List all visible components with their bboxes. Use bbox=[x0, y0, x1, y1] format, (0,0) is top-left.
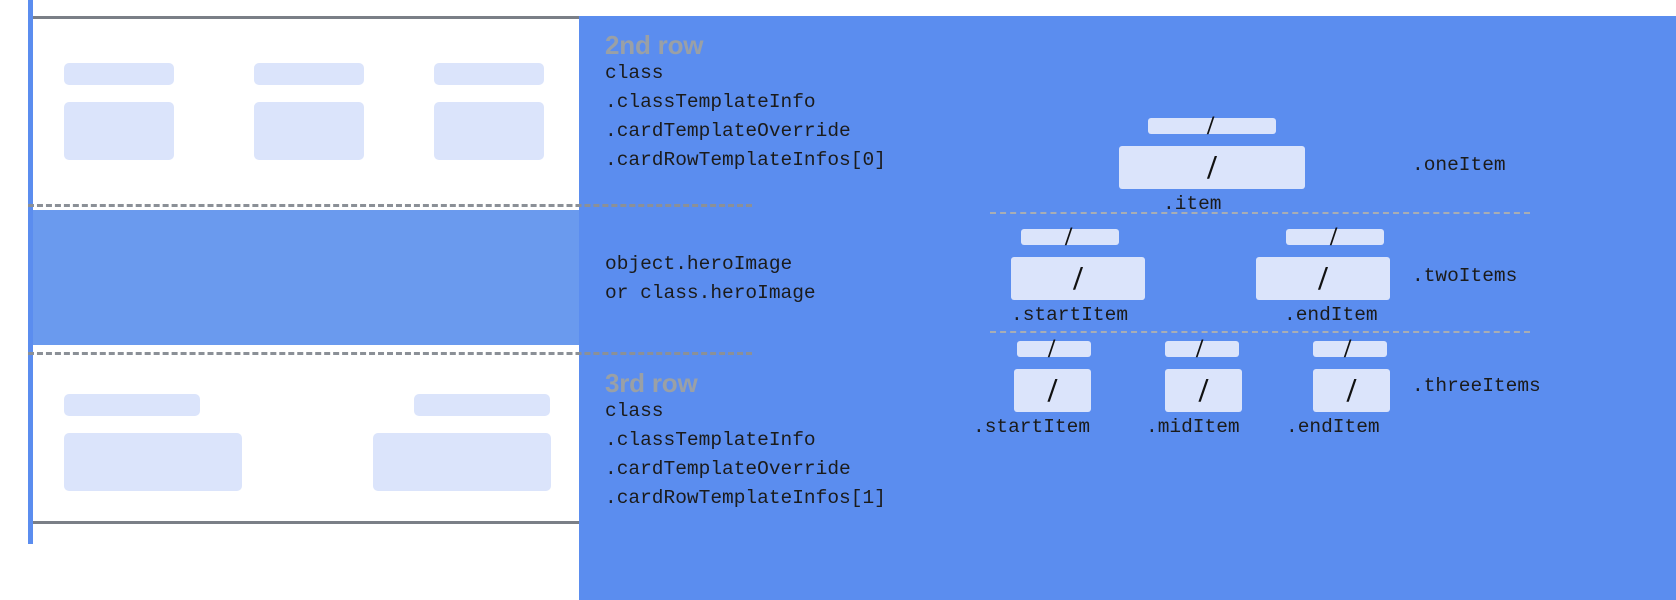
three-items-start-caption: .startItem bbox=[973, 416, 1091, 438]
item-layout-diagram: / / .item .oneItem / / .startItem / / bbox=[973, 113, 1541, 441]
slash-icon: / bbox=[1048, 334, 1056, 363]
three-items-mid-label-bar: / bbox=[1165, 336, 1239, 362]
third-row-code-line-1: class bbox=[605, 400, 664, 423]
two-items-start-value-bar: / bbox=[1011, 257, 1145, 300]
card-bottom-rule bbox=[28, 521, 584, 524]
one-item-caption: .item bbox=[1163, 193, 1222, 215]
row1-value-placeholder-2 bbox=[254, 102, 364, 160]
slash-icon: / bbox=[1196, 334, 1204, 363]
group-label-three-items: .threeItems bbox=[1412, 375, 1541, 397]
second-row-heading: 2nd row bbox=[605, 30, 704, 60]
diagram-canvas: 2nd row class .classTemplateInfo .cardTe… bbox=[28, 0, 1676, 600]
row1-label-placeholder-3 bbox=[434, 63, 544, 85]
group-label-two-items: .twoItems bbox=[1412, 265, 1518, 287]
three-items-mid-slot: / / .midItem bbox=[1146, 336, 1242, 441]
two-items-start-slot: / / .startItem bbox=[1011, 224, 1145, 329]
three-items-start-label-bar: / bbox=[1017, 336, 1091, 362]
slash-icon: / bbox=[1346, 371, 1357, 409]
second-row-code-line-3: .cardTemplateOverride bbox=[605, 120, 851, 143]
two-items-end-label-bar: / bbox=[1286, 224, 1384, 250]
slash-icon: / bbox=[1318, 259, 1328, 297]
slash-icon: / bbox=[1065, 222, 1073, 251]
three-items-mid-value-bar: / bbox=[1165, 369, 1242, 412]
one-item-value-bar: / bbox=[1119, 146, 1305, 189]
third-row-code-line-4: .cardRowTemplateInfos[1] bbox=[605, 487, 886, 510]
three-items-end-label-bar: / bbox=[1313, 336, 1387, 362]
second-row-code-line-4: .cardRowTemplateInfos[0] bbox=[605, 149, 886, 172]
two-items-start-label-bar: / bbox=[1021, 224, 1119, 250]
row-divider-2 bbox=[28, 352, 752, 355]
row1-label-placeholder-2 bbox=[254, 63, 364, 85]
hero-image-band bbox=[33, 210, 579, 345]
three-items-mid-caption: .midItem bbox=[1146, 416, 1240, 438]
three-items-end-value-bar: / bbox=[1313, 369, 1390, 412]
three-items-end-slot: / / .endItem bbox=[1286, 336, 1390, 441]
two-items-end-caption: .endItem bbox=[1284, 304, 1378, 326]
third-row-code-line-2: .classTemplateInfo bbox=[605, 429, 816, 452]
row1-value-placeholder-3 bbox=[434, 102, 544, 160]
slash-icon: / bbox=[1047, 371, 1058, 409]
card-left-guide bbox=[28, 0, 33, 544]
slash-icon: / bbox=[1207, 111, 1215, 140]
row2-label-placeholder-2 bbox=[414, 394, 550, 416]
row1-value-placeholder-1 bbox=[64, 102, 174, 160]
two-items-end-value-bar: / bbox=[1256, 257, 1390, 300]
third-row-heading: 3rd row bbox=[605, 368, 698, 398]
second-row-code-line-1: class bbox=[605, 62, 664, 85]
second-row-code-line-2: .classTemplateInfo bbox=[605, 91, 816, 114]
group-label-one-item: .oneItem bbox=[1412, 154, 1506, 176]
three-items-end-caption: .endItem bbox=[1286, 416, 1380, 438]
one-item-slot: / / .item bbox=[1119, 113, 1305, 218]
three-items-start-value-bar: / bbox=[1014, 369, 1091, 412]
card-template-frame bbox=[28, 0, 1676, 600]
slash-icon: / bbox=[1198, 371, 1209, 409]
hero-row-annotation: object.heroImage or class.heroImage bbox=[605, 250, 816, 308]
row-divider-1 bbox=[28, 204, 752, 207]
two-items-start-caption: .startItem bbox=[1011, 304, 1129, 326]
item-group-divider-1 bbox=[990, 212, 1530, 214]
two-items-end-slot: / / .endItem bbox=[1256, 224, 1390, 329]
card-right-guide bbox=[579, 16, 1676, 600]
row2-label-placeholder-1 bbox=[64, 394, 200, 416]
hero-code-line-1: object.heroImage bbox=[605, 253, 793, 275]
row2-value-placeholder-1 bbox=[64, 433, 242, 491]
three-items-start-slot: / / .startItem bbox=[973, 336, 1091, 441]
row2-value-placeholder-2 bbox=[373, 433, 551, 491]
one-item-label-bar: / bbox=[1148, 113, 1276, 139]
slash-icon: / bbox=[1330, 222, 1338, 251]
slash-icon: / bbox=[1073, 259, 1083, 297]
row1-label-placeholder-1 bbox=[64, 63, 174, 85]
third-row-code-line-3: .cardTemplateOverride bbox=[605, 458, 851, 481]
second-row-annotation: 2nd row class .classTemplateInfo .cardTe… bbox=[605, 30, 886, 175]
hero-code-line-2: or class.heroImage bbox=[605, 282, 816, 304]
slash-icon: / bbox=[1207, 148, 1217, 186]
third-row-annotation: 3rd row class .classTemplateInfo .cardTe… bbox=[605, 368, 886, 513]
slash-icon: / bbox=[1344, 334, 1352, 363]
card-top-rule bbox=[28, 16, 584, 19]
item-group-divider-2 bbox=[990, 331, 1530, 333]
